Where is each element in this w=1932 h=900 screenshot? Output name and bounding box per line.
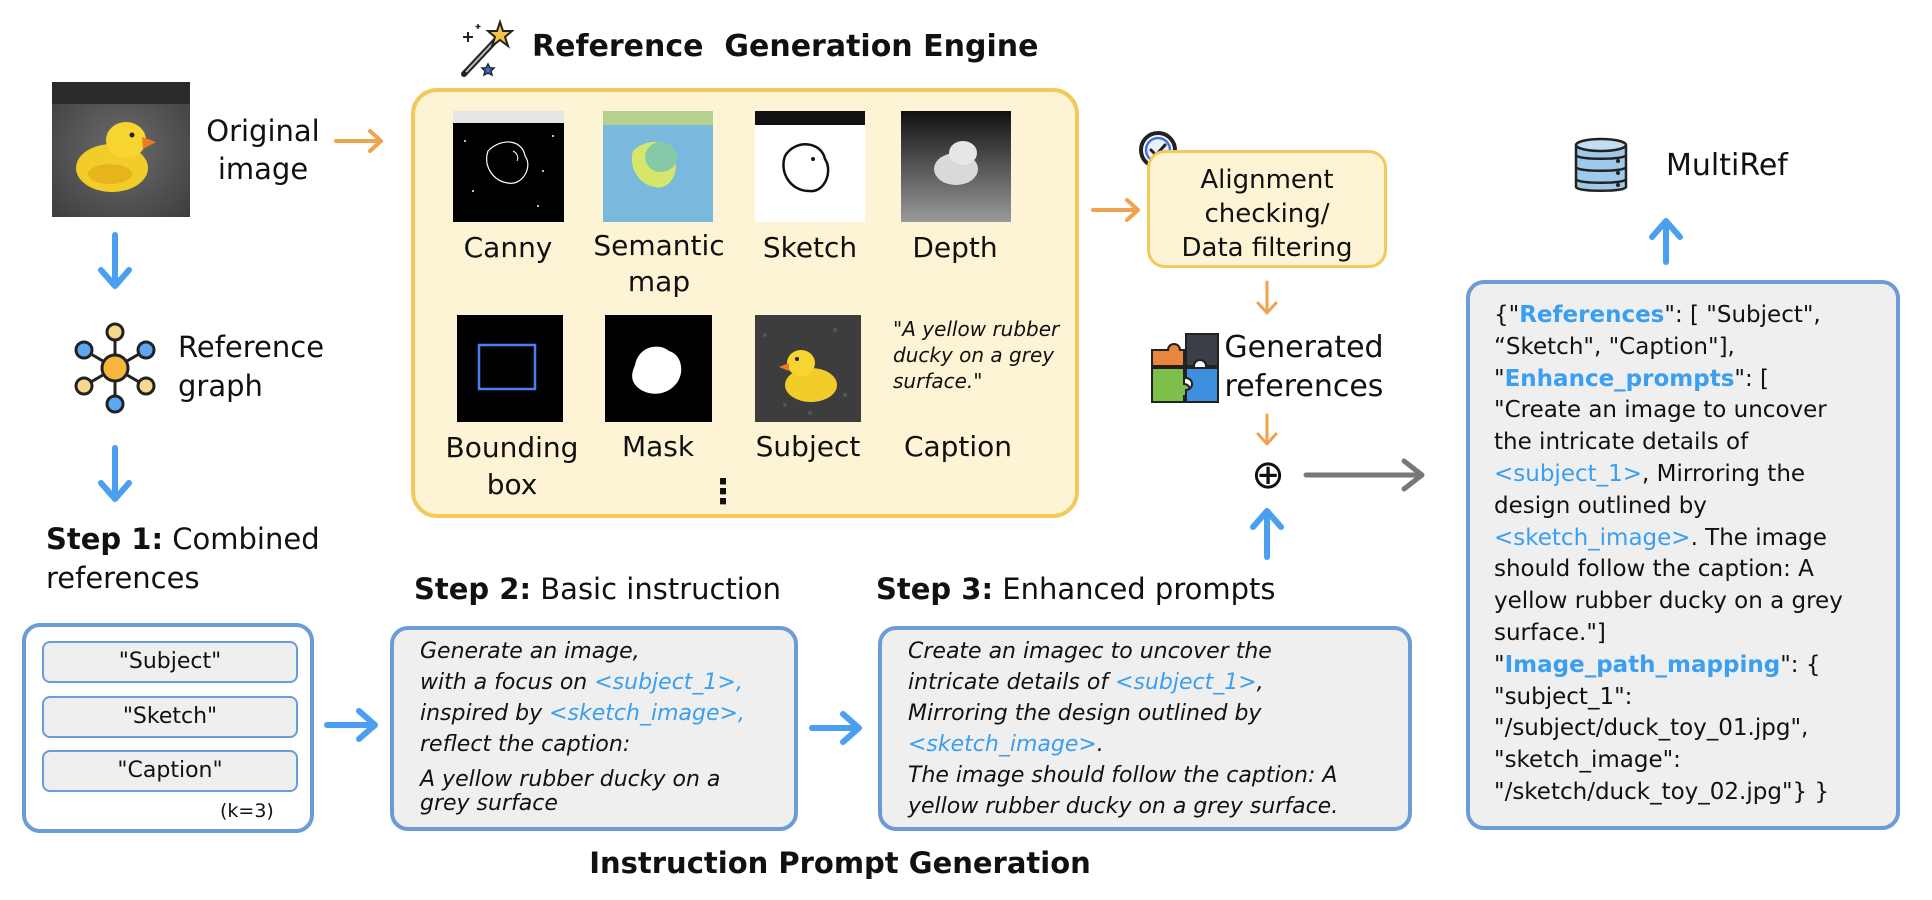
depth-label: Depth — [912, 231, 998, 264]
step2-box: Generate an image, with a focus on <subj… — [390, 626, 798, 831]
step2-line1: Generate an image, — [420, 639, 640, 664]
step2-rest: Basic instruction — [531, 572, 781, 606]
canny-image — [453, 111, 564, 222]
subject-label: Subject — [755, 430, 861, 463]
step3-line5: The image should follow the caption: A — [908, 763, 1338, 788]
json-key-image-path-mapping: Image_path_mapping — [1504, 651, 1781, 678]
json-key-enhance-prompts: Enhance_prompts — [1504, 365, 1735, 392]
instruction-prompt-generation-title: Instruction Prompt Generation — [589, 846, 1091, 880]
step3-bold: Step 3: — [876, 572, 994, 606]
reference-graph-label: Reference graph — [178, 330, 325, 403]
puzzle-icon — [1150, 332, 1220, 404]
semantic-map-label: Semantic map — [593, 229, 725, 298]
subject-image — [755, 315, 861, 422]
step2-prompt-text: Generate an image, with a focus on <subj… — [420, 636, 790, 816]
step1-title: Step 1: Combined references — [46, 520, 320, 598]
step3-line2: intricate details of <subject_1>, — [908, 667, 1408, 698]
caption-label: Caption — [903, 430, 1013, 463]
json-tag-sketch: <sketch_image> — [1494, 524, 1691, 551]
step3-prompt-text: Create an imagec to uncover the intricat… — [908, 636, 1408, 822]
arrow-step2-to-step3 — [809, 711, 862, 745]
original-duck-image — [52, 82, 190, 217]
step3-title: Step 3: Enhanced prompts — [876, 570, 1276, 608]
step1-rest: Combined references — [46, 522, 320, 595]
alignment-checking-box: Alignment checking/ Data filtering — [1147, 150, 1387, 268]
json-text-2: ": [ "Subject", “Sketch", "Caption"], " — [1494, 302, 1821, 392]
generated-references-label: Generated references — [1224, 330, 1384, 404]
arrow-generated-to-plus — [1256, 413, 1278, 446]
step3-subject-tag: <subject_1> — [1115, 670, 1257, 695]
step1-bold: Step 1: — [46, 522, 164, 556]
step2-line2: with a focus on <subject_1>, — [420, 667, 790, 698]
sketch-label: Sketch — [762, 231, 858, 264]
mask-image — [605, 315, 712, 422]
step2-sketch-tag: <sketch_image>, — [549, 701, 745, 726]
step3-line1: Create an imagec to uncover the — [908, 639, 1272, 664]
arrow-plus-to-json — [1303, 458, 1425, 492]
step2-subject-tag: <subject_1>, — [594, 670, 743, 695]
step3-line4: <sketch_image>. — [908, 729, 1408, 760]
chip-caption: "Caption" — [42, 750, 298, 792]
arrow-original-to-engine — [334, 129, 383, 153]
combine-plus-icon: ⊕ — [1251, 452, 1285, 498]
semantic-map-image — [603, 111, 713, 222]
step3-line3: Mirroring the design outlined by — [908, 701, 1262, 726]
engine-title: Reference Generation Engine — [532, 29, 1039, 64]
chip-subject: "Subject" — [42, 641, 298, 683]
arrow-alignment-to-generated — [1256, 280, 1278, 315]
step2-line2-text: with a focus on — [420, 670, 595, 695]
json-output-text: {"References": [ "Subject", “Sketch", "C… — [1494, 300, 1894, 809]
more-outputs-ellipsis: ⋮ — [706, 472, 740, 512]
step3-sketch-tag: <sketch_image> — [908, 732, 1097, 757]
arrow-step3-to-plus — [1250, 508, 1284, 560]
canny-label: Canny — [463, 231, 553, 264]
step2-bold: Step 2: — [414, 572, 532, 606]
json-key-references: References — [1519, 302, 1665, 328]
chip-sketch: "Sketch" — [42, 696, 298, 738]
arrow-engine-to-alignment — [1091, 198, 1140, 222]
step2-line5: A yellow rubber ducky on a — [420, 767, 721, 792]
database-icon — [1570, 135, 1632, 197]
json-text-5: . The image should follow the caption: A… — [1494, 524, 1843, 678]
mask-label: Mask — [621, 430, 695, 463]
json-text-1: {" — [1494, 302, 1520, 328]
step1-box: "Subject" "Sketch" "Caption" (k=3) — [22, 623, 314, 833]
arrow-json-to-multiref — [1649, 218, 1683, 265]
multiref-label: MultiRef — [1666, 148, 1788, 183]
step2-line6: grey surface — [420, 791, 558, 816]
bounding-box-label: Bounding box — [445, 431, 579, 501]
step3-line4-period: . — [1096, 732, 1104, 757]
step2-line3: inspired by <sketch_image>, — [420, 698, 790, 729]
step3-line6: yellow rubber ducky on a grey surface. — [908, 794, 1339, 819]
json-text-3: ": [ "Create an image to uncover the int… — [1494, 365, 1827, 456]
original-image-label: Original image — [206, 114, 320, 186]
step2-line4: reflect the caption: — [420, 732, 631, 757]
step2-line3-text: inspired by — [420, 701, 550, 726]
step2-title: Step 2: Basic instruction — [414, 570, 781, 608]
step3-line2-text: intricate details of — [908, 670, 1116, 695]
magic-wand-icon — [456, 18, 516, 80]
arrow-down-2 — [98, 445, 132, 502]
json-text-6: ": { "subject_1": "/subject/duck_toy_01.… — [1494, 651, 1830, 805]
step3-box: Create an imagec to uncover the intricat… — [878, 626, 1412, 831]
step3-rest: Enhanced prompts — [993, 572, 1276, 606]
json-text-4: , Mirroring the design outlined by — [1494, 460, 1806, 519]
bounding-box-image — [457, 315, 563, 422]
json-tag-subject: <subject_1> — [1494, 460, 1643, 487]
reference-graph-icon — [70, 320, 160, 416]
json-output-box — [1466, 280, 1900, 830]
arrow-step1-to-step2 — [324, 708, 378, 742]
depth-image — [901, 111, 1011, 222]
step3-line2-comma: , — [1256, 670, 1264, 695]
sketch-image — [755, 111, 865, 222]
arrow-down-1 — [98, 232, 132, 289]
k-value-label: (k=3) — [220, 800, 274, 822]
caption-sample-text: "A yellow rubber ducky on a grey surface… — [893, 317, 1060, 393]
